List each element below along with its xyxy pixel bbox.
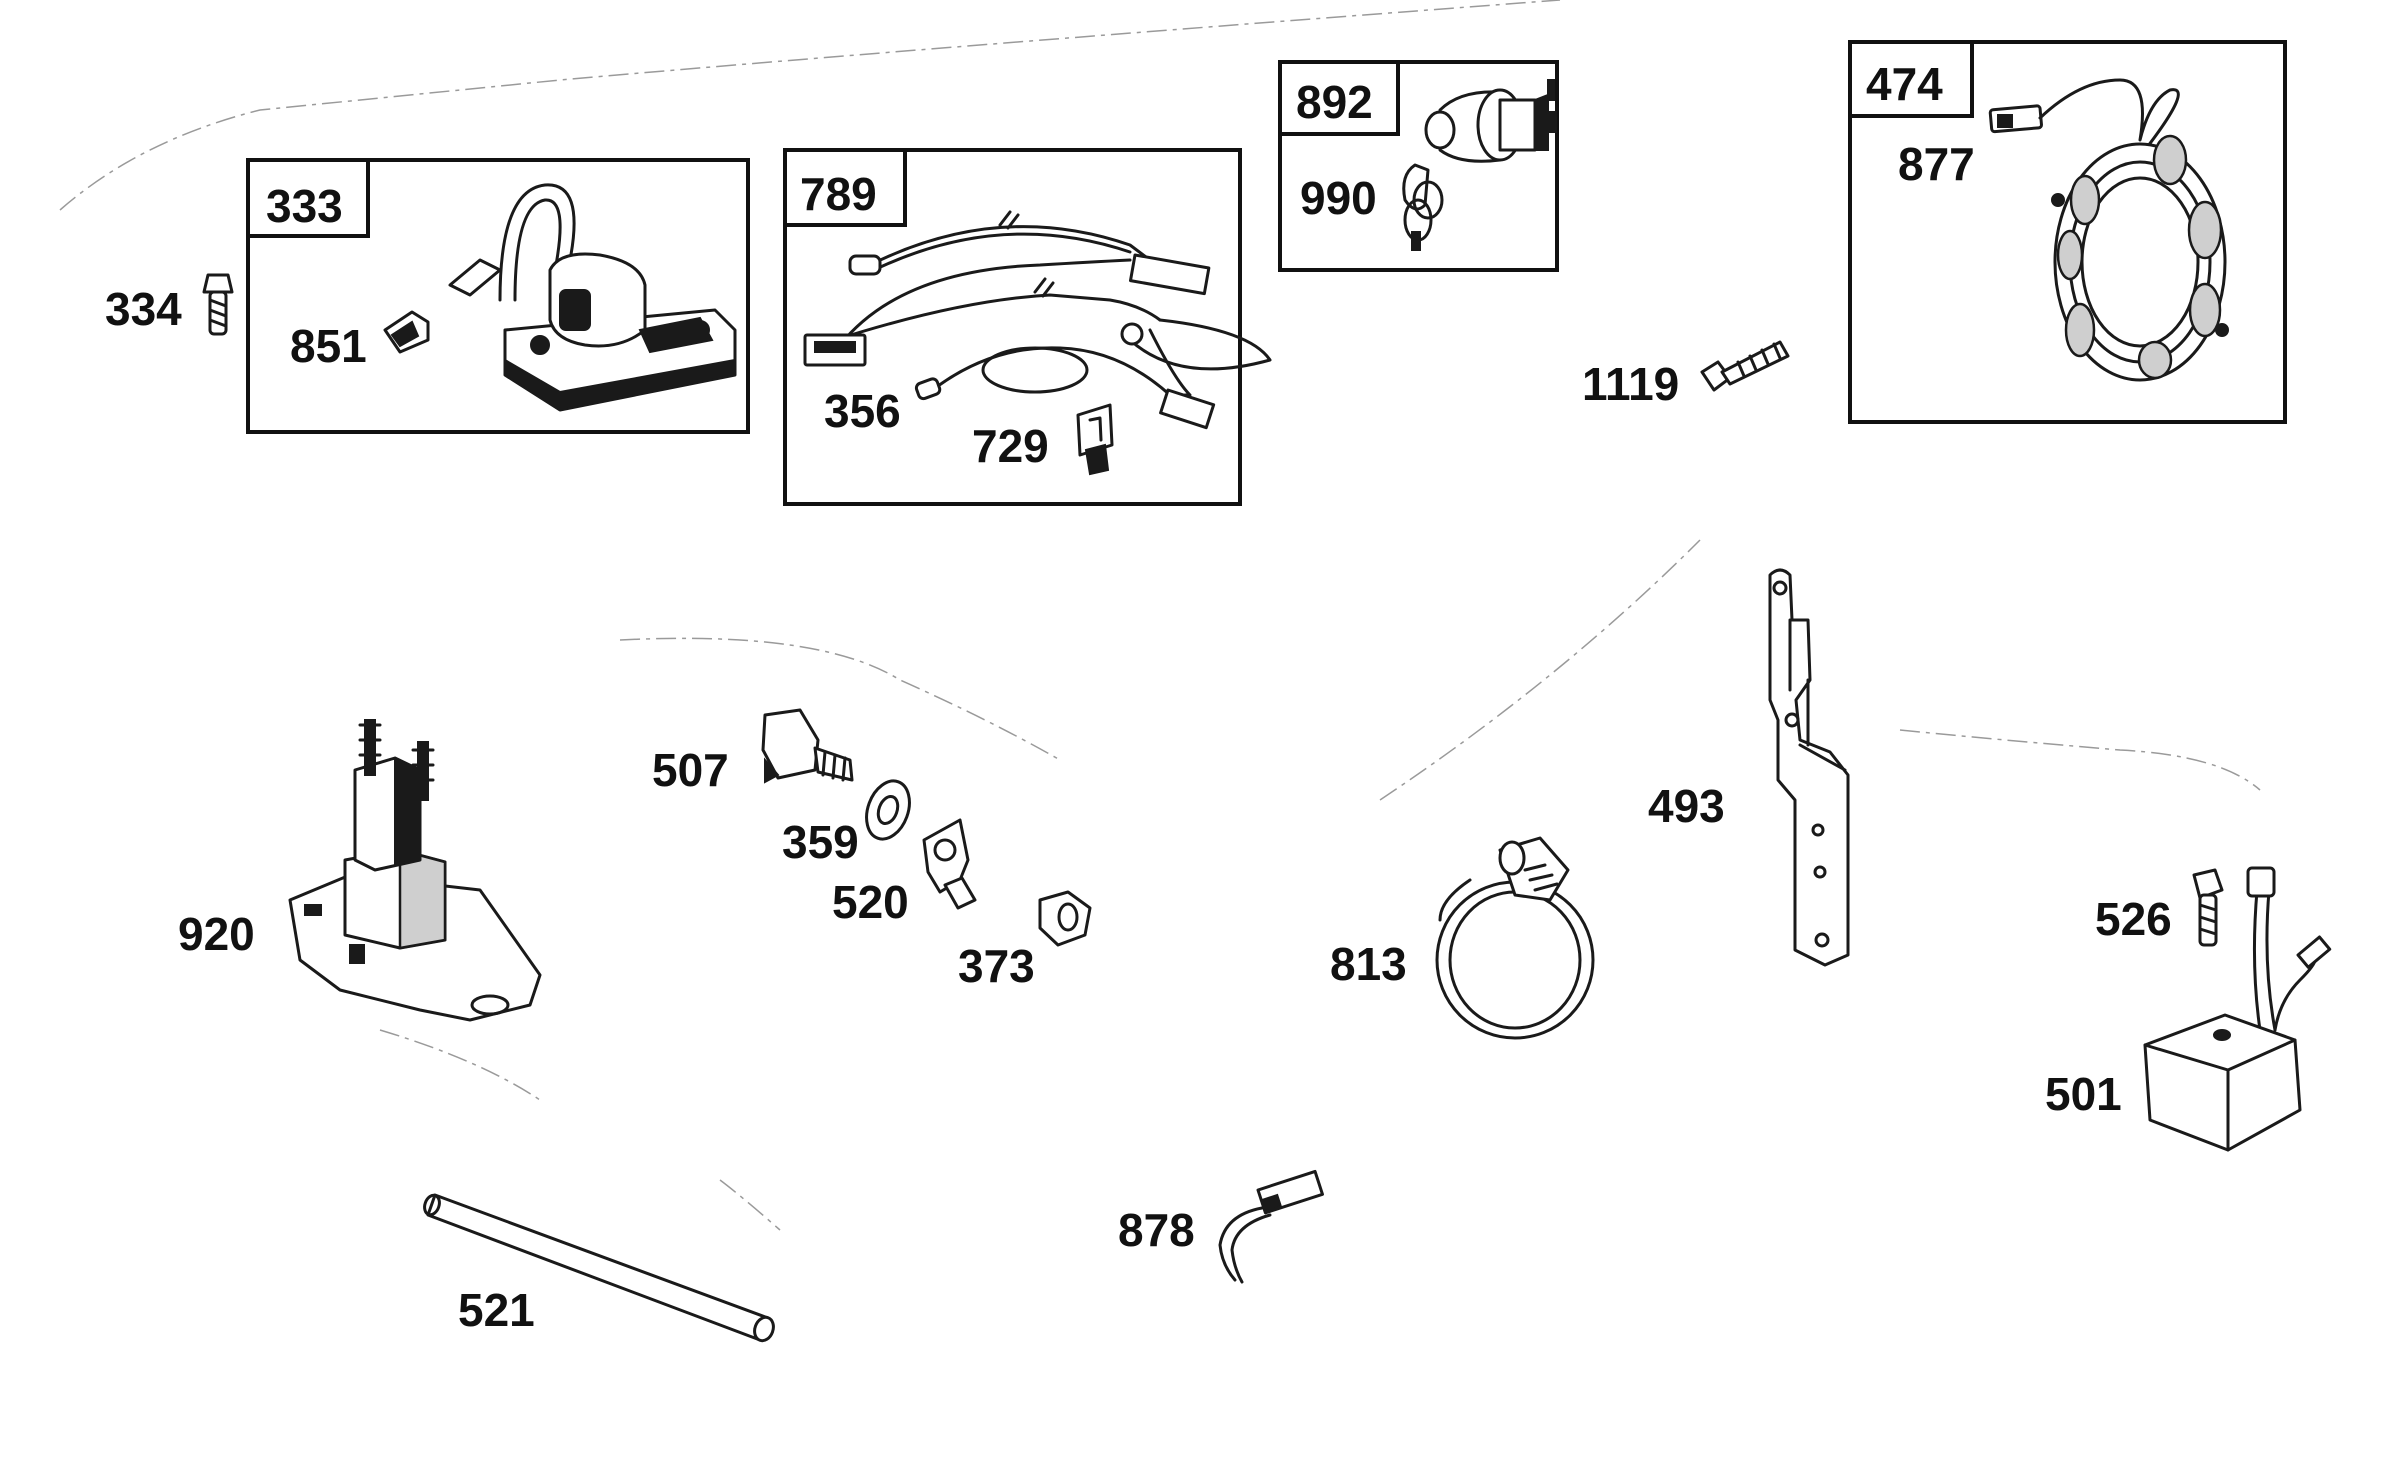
part-878-label: 878	[1118, 1204, 1195, 1256]
part-729[interactable]: 729	[972, 403, 1114, 476]
part-507[interactable]: 507	[652, 708, 854, 796]
clip-729-drawing	[1076, 403, 1114, 476]
bolt-334-drawing	[202, 273, 234, 336]
stator-drawing	[1988, 78, 2229, 382]
kit-789-label: 789	[800, 168, 877, 220]
regulator-501-drawing	[2143, 866, 2332, 1152]
part-359[interactable]: 359	[782, 775, 917, 868]
part-526-label: 526	[2095, 893, 2172, 945]
part-990-label: 990	[1300, 172, 1377, 224]
nut-373-drawing	[1038, 890, 1092, 947]
kit-333-label: 333	[266, 180, 343, 232]
part-1119[interactable]: 1119	[1582, 340, 1790, 410]
kit-892-group[interactable]: 892	[1278, 60, 1559, 272]
ignition-coil-drawing	[448, 183, 737, 412]
part-521[interactable]: 521	[422, 1193, 777, 1343]
part-520[interactable]: 520	[832, 818, 977, 928]
kit-789-box	[783, 148, 1242, 506]
part-373-label: 373	[958, 940, 1035, 992]
part-493-label: 493	[1648, 780, 1725, 832]
terminal-520-drawing	[922, 818, 977, 910]
part-356[interactable]: 356	[824, 385, 901, 437]
bracket-493-drawing	[1768, 568, 1850, 967]
part-493[interactable]: 493	[1648, 568, 1850, 967]
part-813[interactable]: 813	[1330, 836, 1595, 1040]
kit-892-tab	[1278, 60, 1400, 136]
kit-333-tab	[246, 158, 370, 238]
part-521-label: 521	[458, 1284, 535, 1336]
kit-333-group[interactable]: 333	[246, 158, 750, 434]
solenoid-920-drawing	[288, 719, 542, 1022]
part-920-label: 920	[178, 908, 255, 960]
part-526[interactable]: 526	[2095, 868, 2224, 947]
kit-474-tab	[1848, 40, 1974, 118]
part-501-label: 501	[2045, 1068, 2122, 1120]
ignition-switch-drawing	[1402, 79, 1557, 251]
hose-clamp-813-drawing	[1435, 836, 1595, 1040]
kit-892-box	[1278, 60, 1559, 272]
screw-1119-drawing	[1700, 340, 1790, 392]
part-507-label: 507	[652, 744, 729, 796]
part-520-label: 520	[832, 876, 909, 928]
tube-521-drawing	[423, 1193, 775, 1343]
part-729-label: 729	[972, 420, 1049, 472]
kit-333-box	[246, 158, 750, 434]
part-334-label: 334	[105, 283, 182, 335]
part-356-label: 356	[824, 385, 901, 437]
kit-474-box	[1848, 40, 2287, 424]
spark-plug-cap-851-drawing	[383, 310, 430, 354]
kit-892-label: 892	[1296, 76, 1373, 128]
part-851-label: 851	[290, 320, 367, 372]
part-359-label: 359	[782, 816, 859, 868]
part-1119-label: 1119	[1582, 358, 1679, 410]
kit-474-group[interactable]: 474	[1848, 40, 2287, 424]
harness-drawing	[803, 210, 1272, 430]
connector-878-drawing	[1218, 1169, 1324, 1284]
part-851[interactable]: 851	[290, 310, 430, 372]
part-334[interactable]: 334	[105, 273, 234, 336]
washer-359-drawing	[865, 779, 911, 841]
part-878[interactable]: 878	[1118, 1169, 1324, 1284]
kit-789-tab	[783, 148, 907, 227]
part-877[interactable]: 877	[1898, 138, 1975, 190]
kit-474-label: 474	[1866, 58, 1943, 110]
part-920[interactable]: 920	[178, 719, 542, 1022]
part-373[interactable]: 373	[958, 890, 1092, 992]
bolt-507-drawing	[761, 708, 854, 784]
kit-789-group[interactable]: 789	[783, 148, 1272, 506]
bolt-526-drawing	[2192, 868, 2224, 947]
part-501[interactable]: 501	[2045, 866, 2332, 1152]
part-990[interactable]: 990	[1300, 172, 1377, 224]
background-guide-lines	[59, 0, 2261, 1231]
part-813-label: 813	[1330, 938, 1407, 990]
part-877-label: 877	[1898, 138, 1975, 190]
